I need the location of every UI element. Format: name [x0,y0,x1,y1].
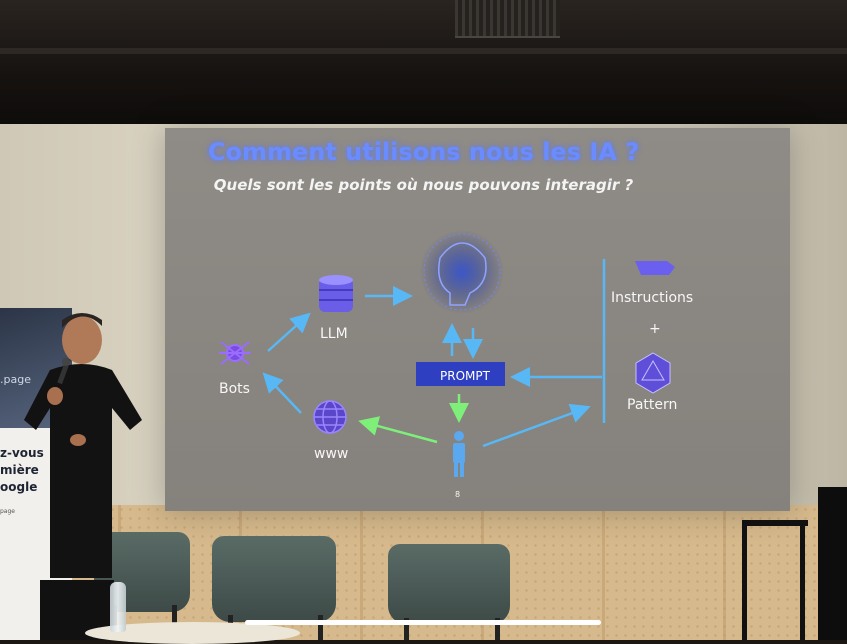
round-table [85,622,300,644]
globe-icon [313,400,347,434]
instructions-icon [635,261,675,275]
banner-line-3: oogle [0,480,38,494]
arrow-user-www [358,416,438,444]
label-llm: LLM [320,326,348,342]
label-www: www [314,446,349,462]
black-chair [818,487,847,640]
stool-leg [742,520,747,640]
pattern-icon [635,352,671,394]
arrow-user-instructions [482,403,591,448]
home-indicator[interactable] [245,620,601,625]
banner-line-2: mière [0,463,39,477]
arrow-bots-llm [267,312,311,352]
arrow-www-bots [262,372,302,414]
label-prompt: PROMPT [440,369,490,383]
projected-slide [165,128,790,511]
chair-center [212,536,336,622]
ceiling-vent [455,0,560,38]
slide-title: Comment utilisons nous les IA ? [207,138,640,166]
database-icon [319,275,353,312]
water-bottle [110,582,126,632]
chair-leg [495,618,500,640]
banner-fragment: .page [0,373,31,386]
brain-icon [420,230,504,314]
spider-bot-icon [219,341,251,365]
label-pattern: Pattern [627,397,678,413]
chair-leg [318,615,323,640]
banner-line-1: z-vous [0,446,44,460]
slide-subtitle: Quels sont les points où nous pouvons in… [213,176,634,194]
stool-seat [742,520,808,526]
ceiling-beam [0,48,847,54]
ceiling [0,0,847,128]
chair-right [388,544,510,624]
label-bots: Bots [219,381,250,397]
banner-bottom: page [0,508,15,515]
stool-leg [800,520,805,640]
prompt-box [416,362,505,386]
person-icon [453,431,465,477]
label-plus: + [649,321,661,337]
speaker-person [24,313,142,640]
label-instructions: Instructions [611,290,694,306]
chair-leg [404,618,409,640]
slide-page-number: 8 [455,490,461,499]
slide-diagram [219,230,675,477]
